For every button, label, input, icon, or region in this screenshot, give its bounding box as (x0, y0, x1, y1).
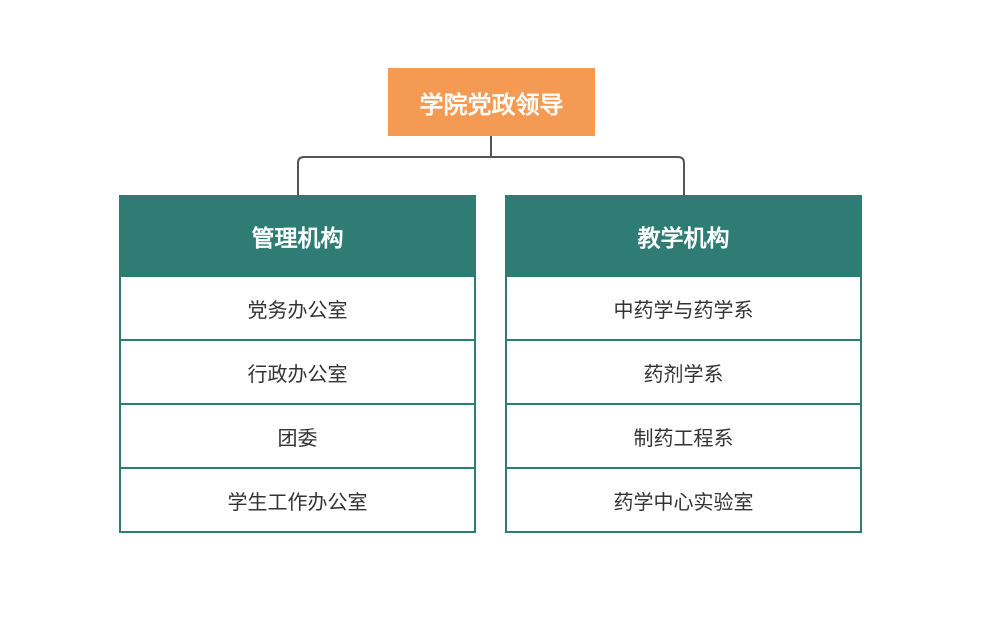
list-item: 药学中心实验室 (507, 467, 860, 531)
list-item-label: 团委 (277, 425, 318, 450)
root-node: 学院党政领导 (388, 68, 595, 136)
list-item: 中药学与药学系 (507, 275, 860, 339)
branch-header: 教学机构 (507, 197, 860, 275)
branch-title: 教学机构 (637, 226, 730, 252)
list-item: 学生工作办公室 (121, 467, 474, 531)
list-item-label: 党务办公室 (247, 297, 348, 322)
branch-management: 管理机构 党务办公室 行政办公室 团委 学生工作办公室 (119, 195, 476, 533)
list-item-label: 行政办公室 (247, 361, 348, 386)
list-item: 药剂学系 (507, 339, 860, 403)
list-item: 党务办公室 (121, 275, 474, 339)
branch-header: 管理机构 (121, 197, 474, 275)
list-item-label: 中药学与药学系 (613, 297, 754, 322)
connector-branches (297, 156, 685, 195)
list-item: 制药工程系 (507, 403, 860, 467)
branch-title: 管理机构 (251, 226, 344, 252)
list-item: 行政办公室 (121, 339, 474, 403)
list-item: 团委 (121, 403, 474, 467)
list-item-label: 学生工作办公室 (227, 489, 368, 514)
root-label: 学院党政领导 (419, 90, 564, 119)
list-item-label: 药剂学系 (643, 361, 724, 386)
list-item-label: 药学中心实验室 (613, 489, 754, 514)
list-item-label: 制药工程系 (633, 425, 734, 450)
branch-teaching: 教学机构 中药学与药学系 药剂学系 制药工程系 药学中心实验室 (505, 195, 862, 533)
